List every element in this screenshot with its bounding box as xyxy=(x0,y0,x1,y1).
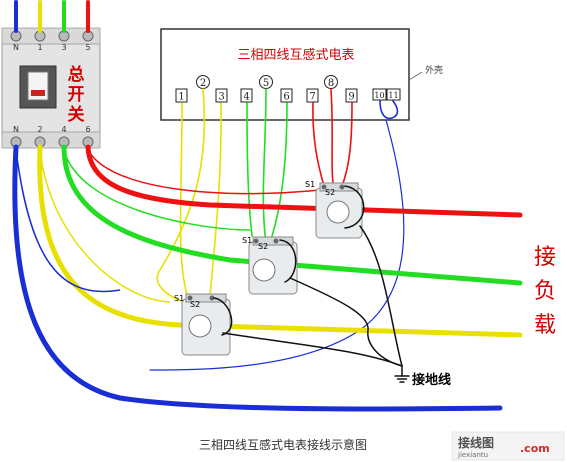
ct-yellow-s2: S2 xyxy=(190,300,200,309)
breaker-top-terminals: N 1 3 5 xyxy=(10,30,94,52)
breaker-top-label-5: 5 xyxy=(85,43,90,52)
load-wire-green xyxy=(61,144,523,286)
load-label-char-1: 接 xyxy=(534,245,556,270)
signal-wire-t4-green xyxy=(246,102,253,237)
signal-wire-t3-yellow xyxy=(209,102,222,297)
ct-red-s2: S2 xyxy=(325,188,335,197)
ct-green-s2: S2 xyxy=(258,242,268,251)
signal-wire-t5-green xyxy=(262,88,267,243)
ground-wires xyxy=(213,185,410,383)
meter-terminal-7: 7 xyxy=(309,92,315,103)
meter-terminal-8: 8 xyxy=(328,78,334,89)
signal-wire-t2-yellow xyxy=(156,88,206,306)
breaker-bottom-label-n: N xyxy=(13,125,19,134)
breaker-label-char-2: 开 xyxy=(68,85,85,105)
meter-terminal-3: 3 xyxy=(218,92,224,103)
ct-yellow-s1: S1 xyxy=(174,294,184,303)
breaker-label-char-3: 关 xyxy=(68,104,85,125)
breaker-bottom-label-4: 4 xyxy=(61,125,66,134)
breaker-bottom-terminals: N 2 4 6 xyxy=(10,125,94,148)
load-wire-yellow xyxy=(37,144,523,338)
meter-terminal-10: 10 xyxy=(374,91,384,100)
signal-wire-neutral xyxy=(379,100,399,120)
meter-terminals: 1 2 3 4 5 6 7 8 9 10 11 xyxy=(175,75,401,103)
ct-red-phase: S1 S2 xyxy=(305,180,363,239)
breaker-bottom-label-6: 6 xyxy=(85,125,90,134)
secondary-wires-left xyxy=(15,149,321,303)
breaker-top-label-n: N xyxy=(13,43,19,52)
input-wires xyxy=(14,0,90,33)
watermark-sub: jiexiantu xyxy=(457,451,488,459)
load-label: 接 负 载 xyxy=(534,245,556,338)
load-wire-neutral xyxy=(12,144,503,412)
ct-red-s1: S1 xyxy=(305,180,315,189)
meter-title: 三相四线互感式电表 xyxy=(237,47,354,63)
meter-terminal-5: 5 xyxy=(263,78,269,89)
load-label-char-2: 负 xyxy=(534,279,556,304)
signal-wire-t6-green xyxy=(271,102,288,237)
meter-terminal-9: 9 xyxy=(348,92,354,103)
meter-terminal-4: 4 xyxy=(243,92,249,103)
meter-terminal-6: 6 xyxy=(283,92,289,103)
main-breaker: N 1 3 5 总 开 关 N 2 4 6 xyxy=(1,27,101,149)
meter-case-label: 外壳 xyxy=(425,64,443,76)
load-wire-red xyxy=(85,144,523,218)
ground-label: 接地线 xyxy=(412,372,451,388)
watermark-logo: 接线图 jiexiantu .com xyxy=(451,431,565,461)
load-wires xyxy=(12,144,523,412)
ct-yellow-phase: S1 S2 xyxy=(174,293,231,356)
breaker-top-label-3: 3 xyxy=(61,43,66,52)
signal-wire-t7-red xyxy=(312,102,325,187)
breaker-bottom-label-2: 2 xyxy=(37,125,42,134)
breaker-top-label-1: 1 xyxy=(37,43,42,52)
meter: 三相四线互感式电表 外壳 1 2 3 4 5 6 7 8 9 10 xyxy=(160,28,443,121)
meter-case xyxy=(160,28,410,121)
breaker-label-char-1: 总 xyxy=(68,64,85,85)
ct-green-phase: S1 S2 xyxy=(242,236,298,295)
watermark-site: .com xyxy=(520,442,550,455)
diagram-caption: 三相四线互感式电表接线示意图 xyxy=(199,437,367,452)
meter-terminal-2: 2 xyxy=(200,78,206,89)
meter-terminal-1: 1 xyxy=(178,92,184,103)
meter-terminal-11: 11 xyxy=(388,91,398,100)
load-label-char-3: 载 xyxy=(534,313,556,338)
ct-green-s1: S1 xyxy=(242,236,252,245)
signal-wire-t9-red xyxy=(341,102,353,187)
watermark-main: 接线图 xyxy=(458,435,494,450)
